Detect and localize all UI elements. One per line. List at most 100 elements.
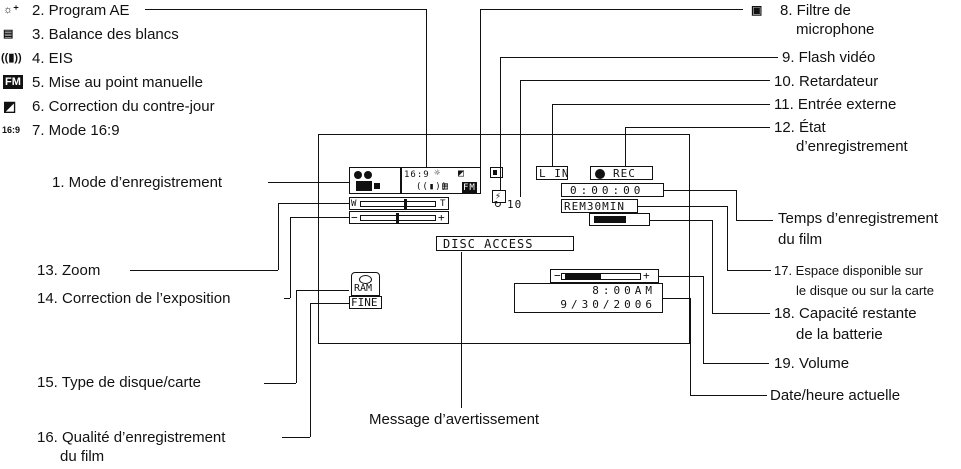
- leader-line: [736, 220, 773, 221]
- leader-line: [278, 203, 279, 270]
- backlight-icon: ◩: [3, 98, 17, 114]
- leader-line: [480, 9, 743, 10]
- exposure-minus: −: [351, 211, 359, 224]
- leader-line: [296, 290, 297, 383]
- callout-rec-state-line2: d’enregistrement: [796, 138, 908, 155]
- leader-line: [290, 217, 349, 218]
- callout-quality: 16. Qualité d’enregistrement: [37, 429, 226, 446]
- leader-line: [638, 206, 727, 207]
- callout-quality-line2: du film: [60, 448, 105, 465]
- leader-line: [500, 57, 778, 58]
- zoom-indicator: [404, 199, 407, 209]
- rec-mode-dot-1: [354, 171, 362, 179]
- disc-icon: [359, 275, 372, 284]
- leader-line: [282, 437, 310, 438]
- external-input-display: L IN: [536, 166, 570, 180]
- leader-line: [480, 9, 481, 167]
- program-ae-display-icon: ☼: [434, 168, 442, 179]
- icon-169-display: 16:9: [404, 170, 430, 180]
- callout-rec-time: Temps d’enregistrement: [778, 210, 939, 227]
- manual-focus-display-icon: FM: [462, 182, 477, 194]
- self-timer-icon: ↻: [494, 196, 503, 210]
- callout-zoom: 13. Zoom: [37, 262, 101, 279]
- rec-state-text: REC: [613, 167, 636, 180]
- callout-warning-message: Message d’avertissement: [369, 411, 540, 428]
- legend-white-balance-label: 3. Balance des blancs: [32, 26, 179, 43]
- mic-filter-icon: ▣: [751, 3, 763, 17]
- leader-line: [703, 363, 769, 364]
- legend-backlight-label: 6. Correction du contre-jour: [32, 98, 215, 115]
- leader-line: [625, 127, 626, 166]
- callout-free-space: 17. Espace disponible sur: [774, 263, 923, 278]
- rec-mode-lens: [374, 183, 380, 189]
- callout-battery: 18. Capacité restante: [774, 305, 917, 322]
- callout-disc-type: 15. Type de disque/carte: [37, 374, 202, 391]
- callout-video-flash: 9. Flash vidéo: [782, 49, 876, 66]
- zoom-bar: W T: [349, 197, 449, 210]
- rec-dot-icon: [595, 169, 605, 179]
- remaining-space-display: REM30MIN: [561, 199, 638, 213]
- callout-battery-line2: de la batterie: [796, 326, 883, 343]
- backlight-display-icon: ◩: [458, 168, 466, 179]
- leader-line: [625, 127, 770, 128]
- mic-filter-display-icon: [493, 170, 497, 175]
- callout-recording-mode: 1. Mode d’enregistrement: [52, 174, 223, 191]
- callout-external-input: 11. Entrée externe: [774, 96, 897, 113]
- leader-line: [278, 203, 349, 204]
- leader-line: [296, 290, 349, 291]
- leader-line: [650, 220, 712, 221]
- leader-line: [736, 190, 737, 220]
- leader-line: [712, 220, 713, 313]
- viewfinder-screen: [318, 134, 690, 344]
- disc-access-text: DISC ACCESS: [443, 237, 534, 251]
- leader-line: [690, 395, 767, 396]
- leader-line: [712, 313, 770, 314]
- leader-line: [145, 9, 426, 10]
- external-input-text: L IN: [539, 167, 570, 180]
- leader-line: [703, 276, 704, 363]
- rec-counter-text: 0:00:00: [570, 184, 645, 197]
- eis-icon: ((▮)): [1, 52, 22, 64]
- battery-display: [589, 213, 650, 226]
- legend-169-label: 7. Mode 16:9: [32, 122, 120, 139]
- white-balance-icon: ▤: [3, 28, 14, 40]
- legend-program-ae-label: 2. Program AE: [32, 2, 130, 19]
- mode-icons-block: 16:9 ☼ ◩ ((▮)) ▤ FM: [401, 167, 481, 194]
- white-balance-display-icon: ▤: [442, 181, 450, 192]
- eis-display-icon: ((▮)): [416, 182, 449, 192]
- time-text: 8:00AM: [592, 284, 656, 297]
- volume-track: [561, 273, 641, 280]
- manual-focus-icon: FM: [3, 75, 23, 89]
- mode-169-icon: 16:9: [2, 125, 21, 135]
- zoom-w-label: W: [351, 199, 358, 209]
- date-text: 9/30/2006: [560, 298, 656, 311]
- disc-access-display: DISC ACCESS: [436, 236, 574, 251]
- callout-mic-filter-line2: microphone: [796, 21, 875, 38]
- callout-free-space-line2: le disque ou sur la carte: [796, 283, 935, 298]
- leader-line: [659, 276, 703, 277]
- callout-volume: 19. Volume: [774, 355, 850, 372]
- leader-line: [130, 270, 278, 271]
- leader-line: [727, 206, 728, 270]
- leader-line: [552, 104, 770, 105]
- leader-line: [284, 298, 290, 299]
- leader-line: [426, 9, 427, 167]
- exposure-plus: +: [438, 211, 446, 224]
- leader-line: [663, 298, 690, 299]
- leader-line: [727, 270, 771, 271]
- mic-filter-display: [490, 167, 503, 178]
- self-timer-value: 10: [507, 198, 523, 211]
- rec-state-display: REC: [590, 166, 653, 180]
- leader-line: [264, 383, 296, 384]
- callout-exposure: 14. Correction de l’exposition: [37, 290, 231, 307]
- flash-icon: ⚡: [495, 191, 503, 202]
- leader-line: [268, 182, 349, 183]
- callout-mic-filter: 8. Filtre de: [780, 2, 851, 19]
- disc-type-display: RAM: [351, 272, 380, 296]
- callout-self-timer: 10. Retardateur: [774, 73, 879, 90]
- volume-minus: −: [554, 269, 562, 282]
- program-ae-icon: ☼⁺: [3, 4, 19, 16]
- rec-mode-dot-2: [364, 171, 372, 179]
- rec-mode-body: [356, 181, 372, 191]
- leader-line: [290, 217, 291, 298]
